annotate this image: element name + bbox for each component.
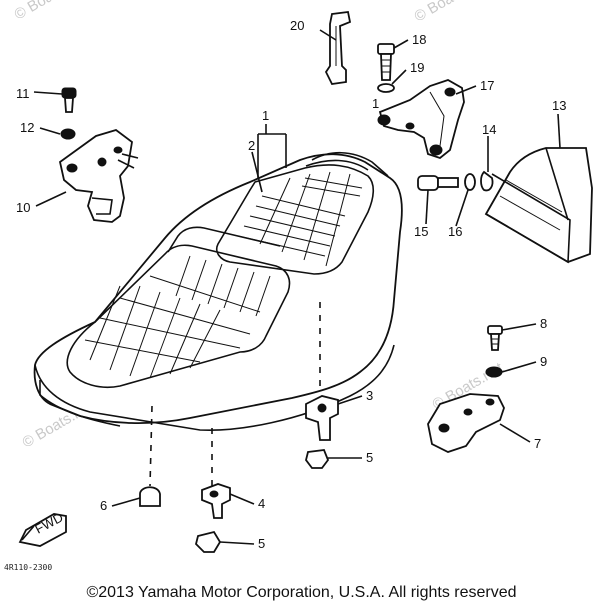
part-bolt-11: [61, 87, 77, 113]
fwd-arrow: FWD: [18, 510, 67, 547]
copyright-notice: ©2013 Yamaha Motor Corporation, U.S.A. A…: [86, 584, 517, 601]
callout-1: 1: [262, 108, 269, 123]
callout-11: 11: [16, 86, 30, 101]
callout-10: 10: [16, 200, 30, 215]
part-hinge-7: [427, 393, 505, 453]
part-hook-4: [201, 483, 231, 519]
seat-drawing: [33, 151, 403, 432]
part-washer-19: [377, 83, 395, 93]
leader-lines: [33, 29, 561, 545]
watermark-top-right: © Boats.net: [412, 0, 489, 25]
part-washer-16: [464, 173, 476, 191]
part-seat-lock-10: [58, 129, 139, 223]
callout-15: 15: [414, 224, 428, 239]
part-rubber-5-upper: [305, 449, 330, 469]
callout-5-lower: 5: [258, 536, 265, 551]
part-rubber-5-lower: [195, 530, 222, 553]
callout-6: 6: [100, 498, 107, 513]
callout-20: 20: [290, 18, 304, 33]
part-bolt-18: [377, 43, 395, 81]
part-nut-12: [60, 128, 76, 140]
callout-16: 16: [448, 224, 462, 239]
callout-4: 4: [258, 496, 265, 511]
part-bracket-17: [377, 79, 465, 160]
callout-13: 13: [552, 98, 566, 113]
callout-2: 2: [248, 138, 255, 153]
callout-19: 19: [410, 60, 424, 75]
part-nut-9: [485, 366, 503, 378]
callout-1b: 1: [372, 96, 379, 111]
part-bolt-8: [487, 325, 503, 351]
callout-5-upper: 5: [366, 450, 373, 465]
part-strap: [324, 11, 352, 85]
part-clip-14: [480, 170, 494, 192]
callout-18: 18: [412, 32, 426, 47]
callout-17: 17: [480, 78, 494, 93]
callout-7: 7: [534, 436, 541, 451]
assembly-lines: [149, 302, 321, 487]
callout-8: 8: [540, 316, 547, 331]
callout-12: 12: [20, 120, 34, 135]
callout-3: 3: [366, 388, 373, 403]
watermark-top-left: © Boats.net: [12, 0, 89, 23]
part-tail-box-13: [484, 147, 593, 264]
callout-9: 9: [540, 354, 547, 369]
drawing-code: 4R110-2300: [4, 563, 52, 572]
part-hook-3: [305, 395, 339, 441]
part-damper-6: [139, 486, 161, 507]
callouts: 1 2 20 18 19 1 17 13 14 15 16 11 12 10 8…: [16, 18, 566, 551]
part-pin-15: [417, 175, 459, 191]
callout-14: 14: [482, 122, 496, 137]
